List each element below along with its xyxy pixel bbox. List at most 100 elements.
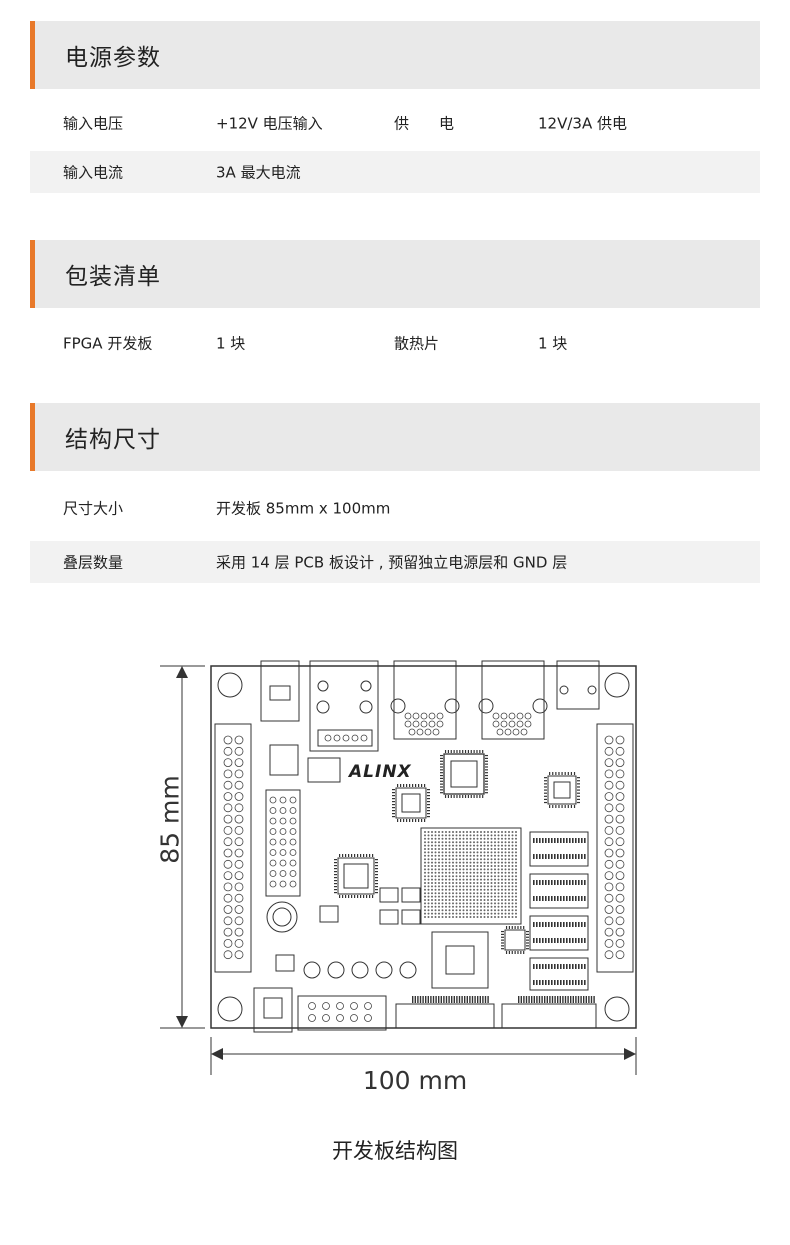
bga-ball: [445, 888, 447, 891]
bga-ball: [445, 875, 447, 878]
bga-ball: [508, 892, 510, 895]
bga-ball: [515, 875, 517, 878]
bga-ball: [508, 875, 510, 878]
pcb-pin: [575, 854, 577, 859]
bga-ball: [501, 868, 503, 871]
bga-ball: [462, 882, 465, 884]
bga-ball: [487, 916, 489, 918]
bga-ball: [466, 837, 468, 840]
bga-ball: [480, 885, 482, 888]
pcb-pin: [563, 980, 565, 985]
bga-ball: [511, 899, 514, 901]
bga-ball: [476, 844, 479, 847]
bga-ball: [462, 895, 465, 898]
pcb-pad: [404, 720, 412, 728]
bga-ball: [497, 902, 500, 905]
pcb-pin: [392, 789, 395, 791]
bga-ball: [448, 868, 451, 871]
pcb-pin: [578, 896, 580, 901]
pcb-pin: [551, 980, 553, 985]
bga-ball: [501, 882, 503, 884]
pcb-pin: [440, 996, 442, 1003]
pcb-pin: [581, 838, 583, 843]
bga-ball: [445, 899, 447, 901]
pcb-pin: [392, 798, 395, 800]
bga-ball: [427, 868, 430, 871]
pcb-pad: [615, 848, 625, 858]
bga-ball: [462, 854, 465, 857]
bga-ball: [476, 861, 479, 864]
bga-ball: [487, 885, 489, 888]
pcb-pad: [234, 871, 244, 880]
bga-ball: [469, 888, 472, 891]
bga-ball: [508, 834, 510, 837]
pcb-pin: [548, 980, 550, 985]
bga-ball: [515, 878, 517, 881]
pcb-pin: [517, 926, 519, 929]
bga-ball: [469, 858, 472, 861]
bga-ball: [466, 899, 468, 901]
bga-ball: [476, 848, 479, 850]
bga-ball: [448, 892, 451, 895]
pcb-pad: [615, 746, 625, 756]
bga-ball: [455, 912, 458, 915]
pcb-pin: [569, 854, 571, 859]
pcb-pin: [559, 996, 561, 1003]
pcb-pin: [544, 792, 547, 794]
bga-ball: [452, 861, 454, 864]
bga-ball: [487, 912, 489, 915]
bga-ball: [490, 878, 493, 881]
pcb-pin: [541, 996, 543, 1003]
bga-ball: [455, 878, 458, 881]
bga-ball: [466, 871, 468, 874]
bga-ball: [445, 868, 447, 871]
bga-ball: [511, 875, 514, 878]
pcb-pad: [436, 720, 444, 728]
bga-ball: [448, 834, 451, 837]
pcb-pin: [487, 996, 489, 1003]
pcb-pin: [528, 996, 530, 1003]
bga-ball: [504, 858, 507, 861]
pcb-pin: [548, 880, 550, 885]
pcb-pin: [485, 792, 488, 794]
pcb-pad: [223, 927, 233, 937]
pcb-pad: [420, 712, 428, 720]
bga-ball: [487, 861, 489, 864]
bga-ball: [448, 916, 451, 918]
bga-ball: [448, 837, 451, 840]
pcb-pad: [289, 838, 297, 846]
bga-ball: [504, 834, 507, 837]
pcb-pin: [567, 805, 569, 808]
pcb-pin: [334, 865, 337, 867]
bga-ball: [511, 841, 514, 844]
bga-ball: [508, 861, 510, 864]
bga-ball: [438, 909, 440, 912]
pcb-pin: [409, 784, 411, 787]
pcb-pad: [524, 712, 532, 720]
pcb-pin: [564, 772, 566, 775]
table-row: 输入电压 +12V 电压输入 供 电 12V/3A 供电: [30, 102, 760, 144]
pcb-pin: [563, 838, 565, 843]
bga-ball: [480, 834, 482, 837]
bga-ball: [452, 888, 454, 891]
pcb-pin: [448, 996, 450, 1003]
bga-ball: [466, 834, 468, 837]
pcb-pad: [234, 848, 244, 858]
bga-ball: [424, 834, 426, 837]
bga-ball: [462, 858, 465, 861]
bga-ball: [480, 899, 482, 901]
bga-ball: [445, 892, 447, 895]
bga-ball: [494, 895, 496, 898]
bga-ball: [497, 878, 500, 881]
pcb-pin: [485, 774, 488, 777]
pcb-pin: [526, 936, 529, 938]
pcb-pin: [418, 819, 420, 822]
bga-ball: [427, 858, 430, 861]
bga-ball: [434, 895, 437, 898]
pcb-pin: [564, 996, 567, 1003]
bga-ball: [455, 851, 458, 854]
bga-ball: [515, 837, 517, 840]
bga-ball: [490, 868, 493, 871]
bga-ball: [445, 841, 447, 844]
pcb-pin: [542, 980, 544, 985]
